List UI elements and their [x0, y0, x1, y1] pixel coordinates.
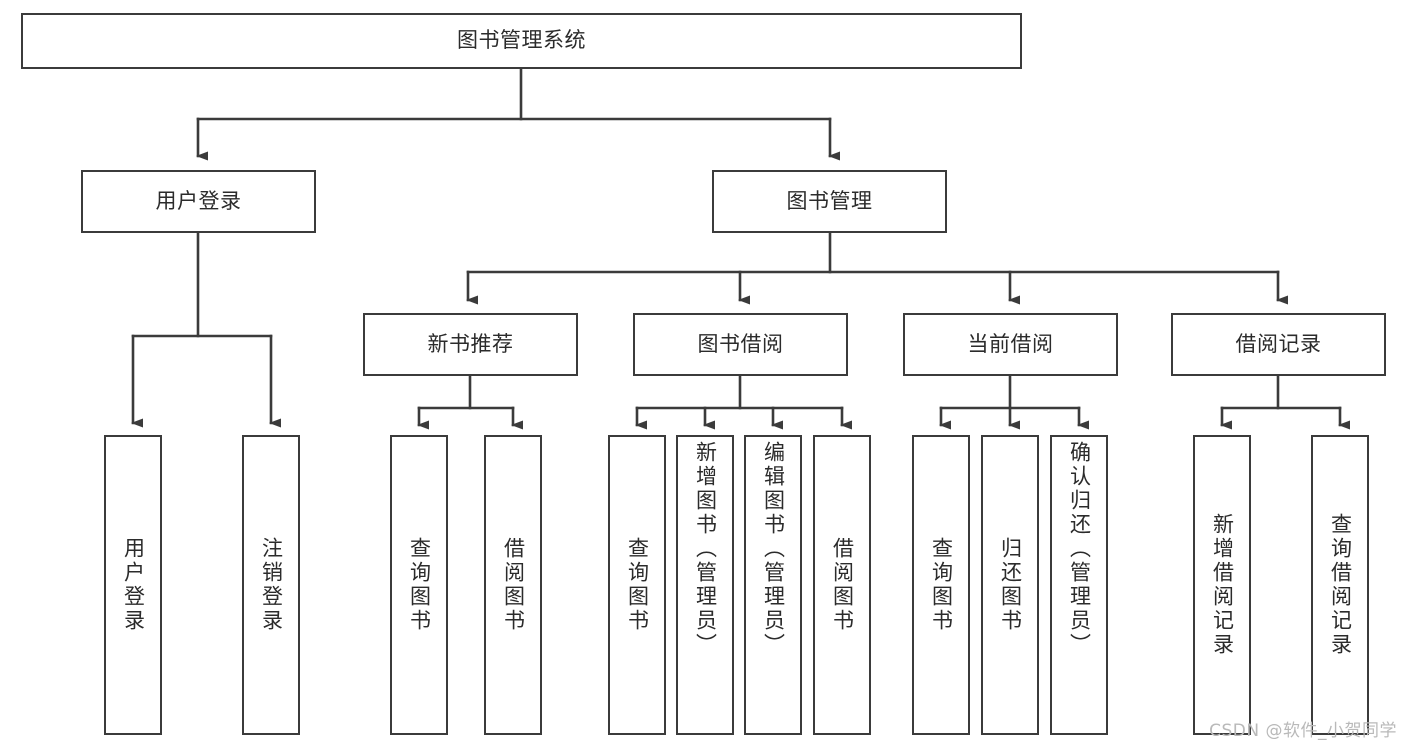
node-label: 注销登录 [259, 537, 284, 633]
node-leaf-query-book-2[interactable]: 查询图书 [608, 435, 666, 735]
node-label: 编辑图书（管理员） [761, 441, 786, 657]
node-leaf-query-book-3[interactable]: 查询图书 [912, 435, 970, 735]
node-label: 查询图书 [625, 537, 650, 633]
node-label: 用户登录 [155, 188, 242, 213]
node-label: 用户登录 [121, 537, 146, 633]
node-leaf-query-record[interactable]: 查询借阅记录 [1311, 435, 1369, 735]
node-root-book-management-system[interactable]: 图书管理系统 [21, 13, 1022, 69]
node-label: 图书管理 [786, 188, 873, 213]
node-label: 确认归还（管理员） [1067, 441, 1092, 657]
node-label: 新增借阅记录 [1210, 513, 1235, 657]
node-leaf-confirm-return[interactable]: 确认归还（管理员） [1050, 435, 1108, 735]
node-label: 借阅记录 [1235, 331, 1322, 356]
node-leaf-add-book[interactable]: 新增图书（管理员） [676, 435, 734, 735]
node-label: 查询借阅记录 [1328, 513, 1353, 657]
node-label: 当前借阅 [967, 331, 1054, 356]
node-label: 查询图书 [407, 537, 432, 633]
node-label: 借阅图书 [830, 537, 855, 633]
node-leaf-return-book[interactable]: 归还图书 [981, 435, 1039, 735]
node-label: 图书借阅 [697, 331, 784, 356]
node-label: 新增图书（管理员） [693, 441, 718, 657]
node-leaf-borrow-book-1[interactable]: 借阅图书 [484, 435, 542, 735]
node-book-borrow[interactable]: 图书借阅 [633, 313, 848, 376]
node-leaf-user-logout[interactable]: 注销登录 [242, 435, 300, 735]
node-label: 查询图书 [929, 537, 954, 633]
node-new-book-recommend[interactable]: 新书推荐 [363, 313, 578, 376]
node-leaf-edit-book[interactable]: 编辑图书（管理员） [744, 435, 802, 735]
node-book-management[interactable]: 图书管理 [712, 170, 947, 233]
node-borrow-record[interactable]: 借阅记录 [1171, 313, 1386, 376]
node-leaf-user-login[interactable]: 用户登录 [104, 435, 162, 735]
node-label: 借阅图书 [501, 537, 526, 633]
node-leaf-borrow-book-2[interactable]: 借阅图书 [813, 435, 871, 735]
node-current-borrow[interactable]: 当前借阅 [903, 313, 1118, 376]
node-leaf-add-record[interactable]: 新增借阅记录 [1193, 435, 1251, 735]
node-label: 图书管理系统 [457, 28, 586, 53]
node-label: 新书推荐 [427, 331, 514, 356]
node-label: 归还图书 [998, 537, 1023, 633]
node-user-login[interactable]: 用户登录 [81, 170, 316, 233]
node-leaf-query-book-1[interactable]: 查询图书 [390, 435, 448, 735]
watermark-text: CSDN @软件_小贺同学 [1209, 721, 1397, 741]
